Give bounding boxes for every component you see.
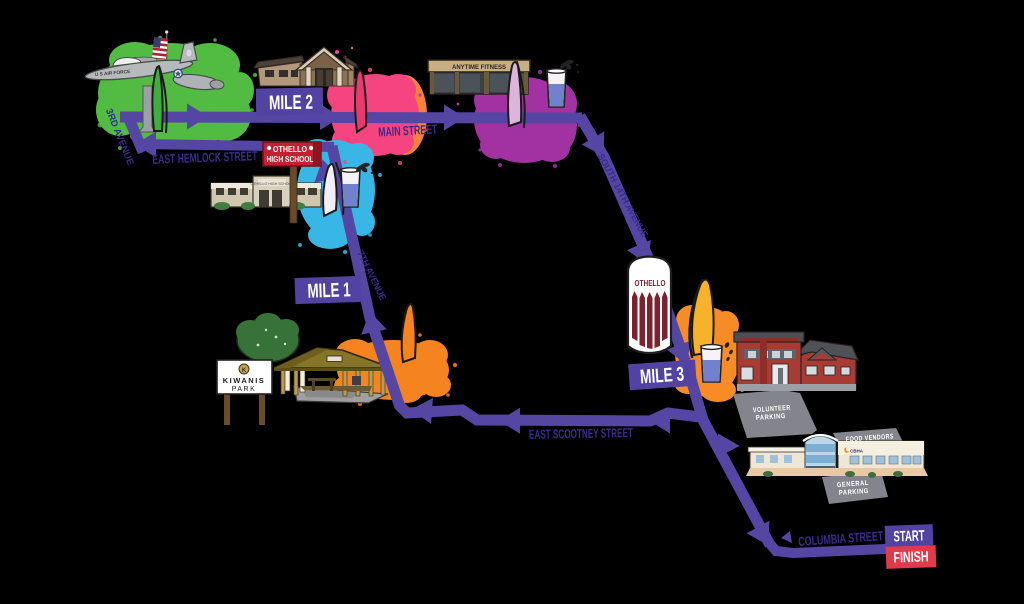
- svg-text:CBHA: CBHA: [850, 449, 864, 454]
- svg-text:PARKING: PARKING: [756, 413, 786, 422]
- svg-text:OTHELLO: OTHELLO: [273, 145, 307, 154]
- svg-text:EAST SCOOTNEY STREET: EAST SCOOTNEY STREET: [529, 425, 633, 442]
- svg-text:PARKING: PARKING: [839, 488, 869, 497]
- svg-text:VOLUNTEER: VOLUNTEER: [753, 405, 791, 415]
- svg-text:OTHELLO: OTHELLO: [635, 278, 666, 288]
- svg-text:MILE 2: MILE 2: [269, 92, 313, 115]
- svg-text:OTHELLO HIGH SCHOOL: OTHELLO HIGH SCHOOL: [251, 182, 294, 186]
- svg-text:U S AIR FORCE: U S AIR FORCE: [95, 69, 132, 78]
- svg-text:FOOD VENDORS: FOOD VENDORS: [846, 433, 894, 443]
- svg-text:K: K: [242, 368, 247, 374]
- svg-text:GENERAL: GENERAL: [837, 480, 870, 489]
- svg-text:START: START: [893, 527, 925, 545]
- svg-text:PARK: PARK: [232, 386, 257, 393]
- svg-text:EAST HEMLOCK STREET: EAST HEMLOCK STREET: [152, 148, 257, 167]
- svg-text:KIWANIS: KIWANIS: [223, 376, 266, 385]
- svg-text:MAIN STREET: MAIN STREET: [378, 121, 438, 139]
- svg-text:FINISH: FINISH: [893, 548, 929, 566]
- svg-text:MILE 1: MILE 1: [307, 279, 351, 302]
- svg-text:ANYTIME FITNESS: ANYTIME FITNESS: [452, 65, 506, 71]
- svg-text:HIGH SCHOOL: HIGH SCHOOL: [267, 155, 314, 164]
- svg-text:MILE 3: MILE 3: [639, 363, 684, 388]
- svg-text:COLUMBIA STREET: COLUMBIA STREET: [798, 528, 884, 549]
